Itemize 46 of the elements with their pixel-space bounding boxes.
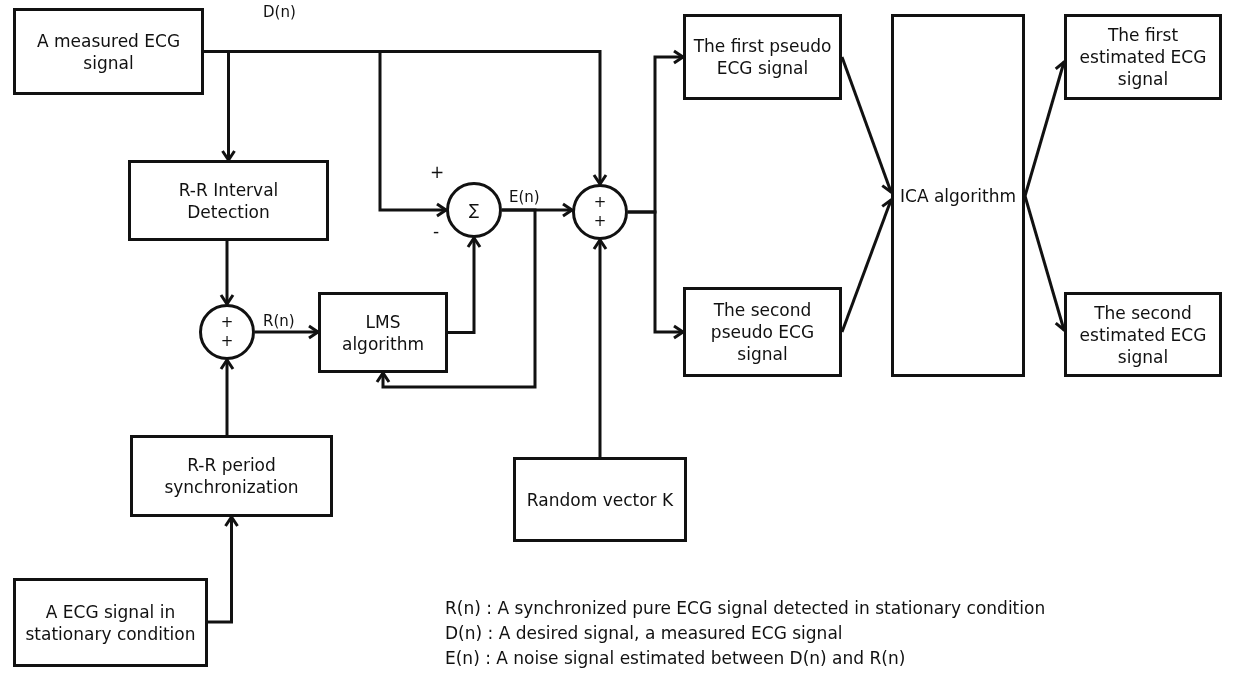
process-box — [13, 8, 204, 95]
arrow — [208, 515, 239, 624]
operator-sign: + — [593, 212, 607, 231]
summing-junction — [572, 184, 628, 240]
operator-sign: + — [220, 332, 234, 351]
operator-sign: + — [593, 193, 607, 212]
box-label: A ECG signal in stationary condition — [24, 600, 197, 645]
arrow — [219, 358, 235, 435]
box-label: The second estimated ECG signal — [1078, 301, 1208, 368]
edge-label: R(n) — [262, 313, 296, 330]
box-label: The first estimated ECG signal — [1078, 24, 1208, 90]
sign-label: - — [433, 222, 440, 240]
process-box — [1064, 14, 1222, 100]
summing-junction — [446, 182, 502, 238]
process-box — [1064, 292, 1222, 377]
operator-sign: ∑ — [468, 200, 480, 220]
box-label: LMS algorithm — [340, 310, 425, 355]
process-box — [13, 578, 208, 667]
process-box — [513, 457, 687, 542]
edge-label: E(n) — [508, 189, 541, 206]
process-box — [318, 292, 448, 373]
process-box — [683, 287, 842, 377]
edge-label: D(n) — [262, 4, 297, 21]
sign-label: + — [430, 163, 445, 181]
box-label: A measured ECG signal — [35, 29, 182, 74]
box-label: Random vector K — [526, 488, 674, 511]
note-text: R(n) : A synchronized pure ECG signal detected in stationary condition — [445, 598, 1046, 618]
arrow — [219, 241, 235, 306]
box-label: The first pseudo ECG signal — [692, 35, 833, 79]
arrow — [448, 236, 482, 334]
operator-sign: + — [220, 313, 234, 332]
box-label: R-R Interval Detection — [177, 178, 280, 223]
process-box — [891, 14, 1025, 377]
note-text: D(n) : A desired signal, a measured ECG signal — [445, 623, 843, 643]
note-text: E(n) : A noise signal estimated between D(n) and R(n) — [445, 648, 906, 668]
arrow — [375, 208, 537, 389]
process-box — [128, 160, 329, 241]
box-label: The second pseudo ECG signal — [709, 299, 816, 365]
process-box — [130, 435, 333, 517]
process-box — [683, 14, 842, 100]
box-label: R-R period synchronization — [163, 454, 300, 498]
box-label: ICA algorithm — [900, 184, 1016, 207]
arrow — [628, 210, 685, 340]
summing-junction — [199, 304, 255, 360]
arrow — [255, 324, 320, 340]
arrow — [592, 238, 608, 457]
